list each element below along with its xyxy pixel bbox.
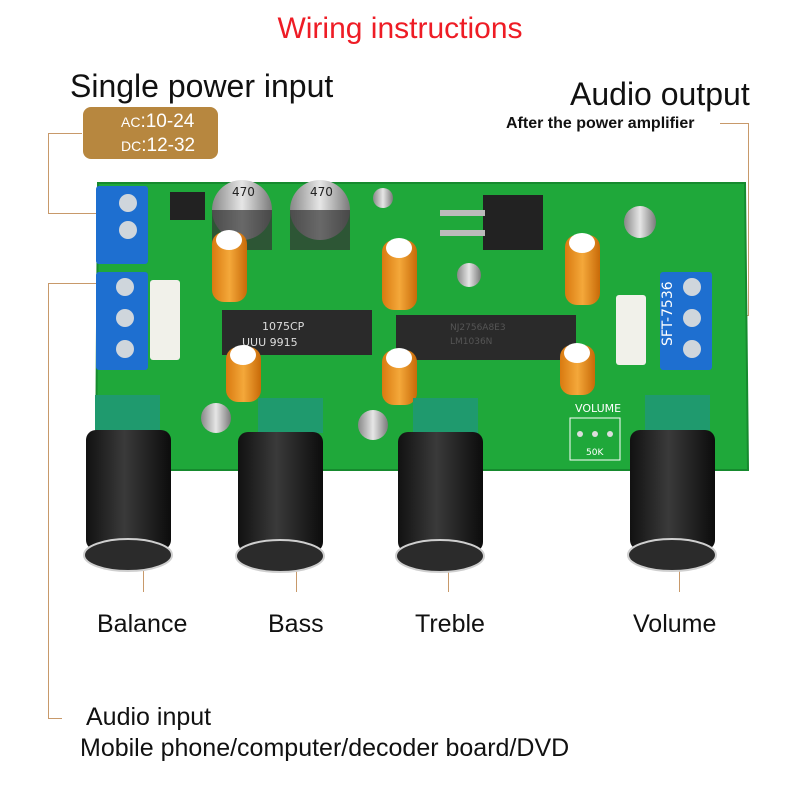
input-terminal [96,272,148,370]
power-input-heading: Single power input [70,68,334,104]
dc-range: :12-32 [141,135,196,156]
audio-input-heading: Audio input [86,703,212,731]
output-terminal [660,272,712,370]
power-leader-v [48,133,49,213]
ic-lm1036n: NJ2756A8E3 LM1036N [396,315,576,360]
page-title: Wiring instructions [277,12,523,45]
chip-u3 [170,192,205,220]
knob-label-bass: Bass [268,610,324,638]
knob-treble [395,398,485,573]
audio-input-subtitle: Mobile phone/computer/decoder board/DVD [80,734,570,762]
ac-range: :10-24 [140,111,195,132]
input-leader-h2 [48,718,62,719]
capacitor-470-2 [290,180,350,250]
knob-label-balance: Balance [97,610,188,638]
ic2-line2: LM1036N [450,337,492,347]
knob-label-treble: Treble [415,610,485,638]
connector-right [616,295,646,365]
cap-text-2: 470 [310,185,333,199]
ic2-line1: NJ2756A8E3 [450,323,506,333]
pcb [94,182,750,471]
ic1-line1: 1075CP [262,320,305,333]
output-leader-v [748,123,749,315]
treble-leader [448,570,449,592]
volume-leader [679,570,680,592]
power-terminal [96,186,148,264]
cap-c18 [457,263,481,287]
dc-label: DC [121,138,142,154]
volume-silk: VOLUME [575,402,621,415]
balance-leader [143,570,144,592]
cap-c35 [624,206,656,238]
cap-text-1: 470 [232,185,255,199]
volume-value-silk: 50K [586,448,604,458]
audio-output-subtitle: After the power amplifier [506,115,695,132]
audio-output-heading: Audio output [570,76,750,112]
knob-balance [83,395,173,572]
cap-c5 [201,403,231,433]
regulator-chip [483,195,543,250]
cap-c34 [373,188,393,208]
ac-label: AC [121,114,141,130]
power-leader-h2 [48,213,98,214]
knob-label-volume: Volume [633,610,717,638]
connector-left [150,280,180,360]
output-leader-h1 [720,123,748,124]
cap-c15 [358,410,388,440]
capacitor-470-1 [212,180,272,250]
input-leader-h1 [48,283,98,284]
power-leader-h1 [48,133,82,134]
ic1-line2: UUU 9915 [242,336,298,349]
knob-bass [235,398,325,573]
electrolytic-caps [212,230,600,405]
input-leader-v [48,283,49,718]
output-leader-h2 [712,315,749,316]
power-spec-badge: AC:10-24 DC:12-32 [83,107,218,159]
knob-volume [627,395,717,572]
board-model: SFT-7536 [660,281,676,346]
bass-leader [296,570,297,592]
ic-1075cp: 1075CP UUU 9915 [222,310,372,355]
